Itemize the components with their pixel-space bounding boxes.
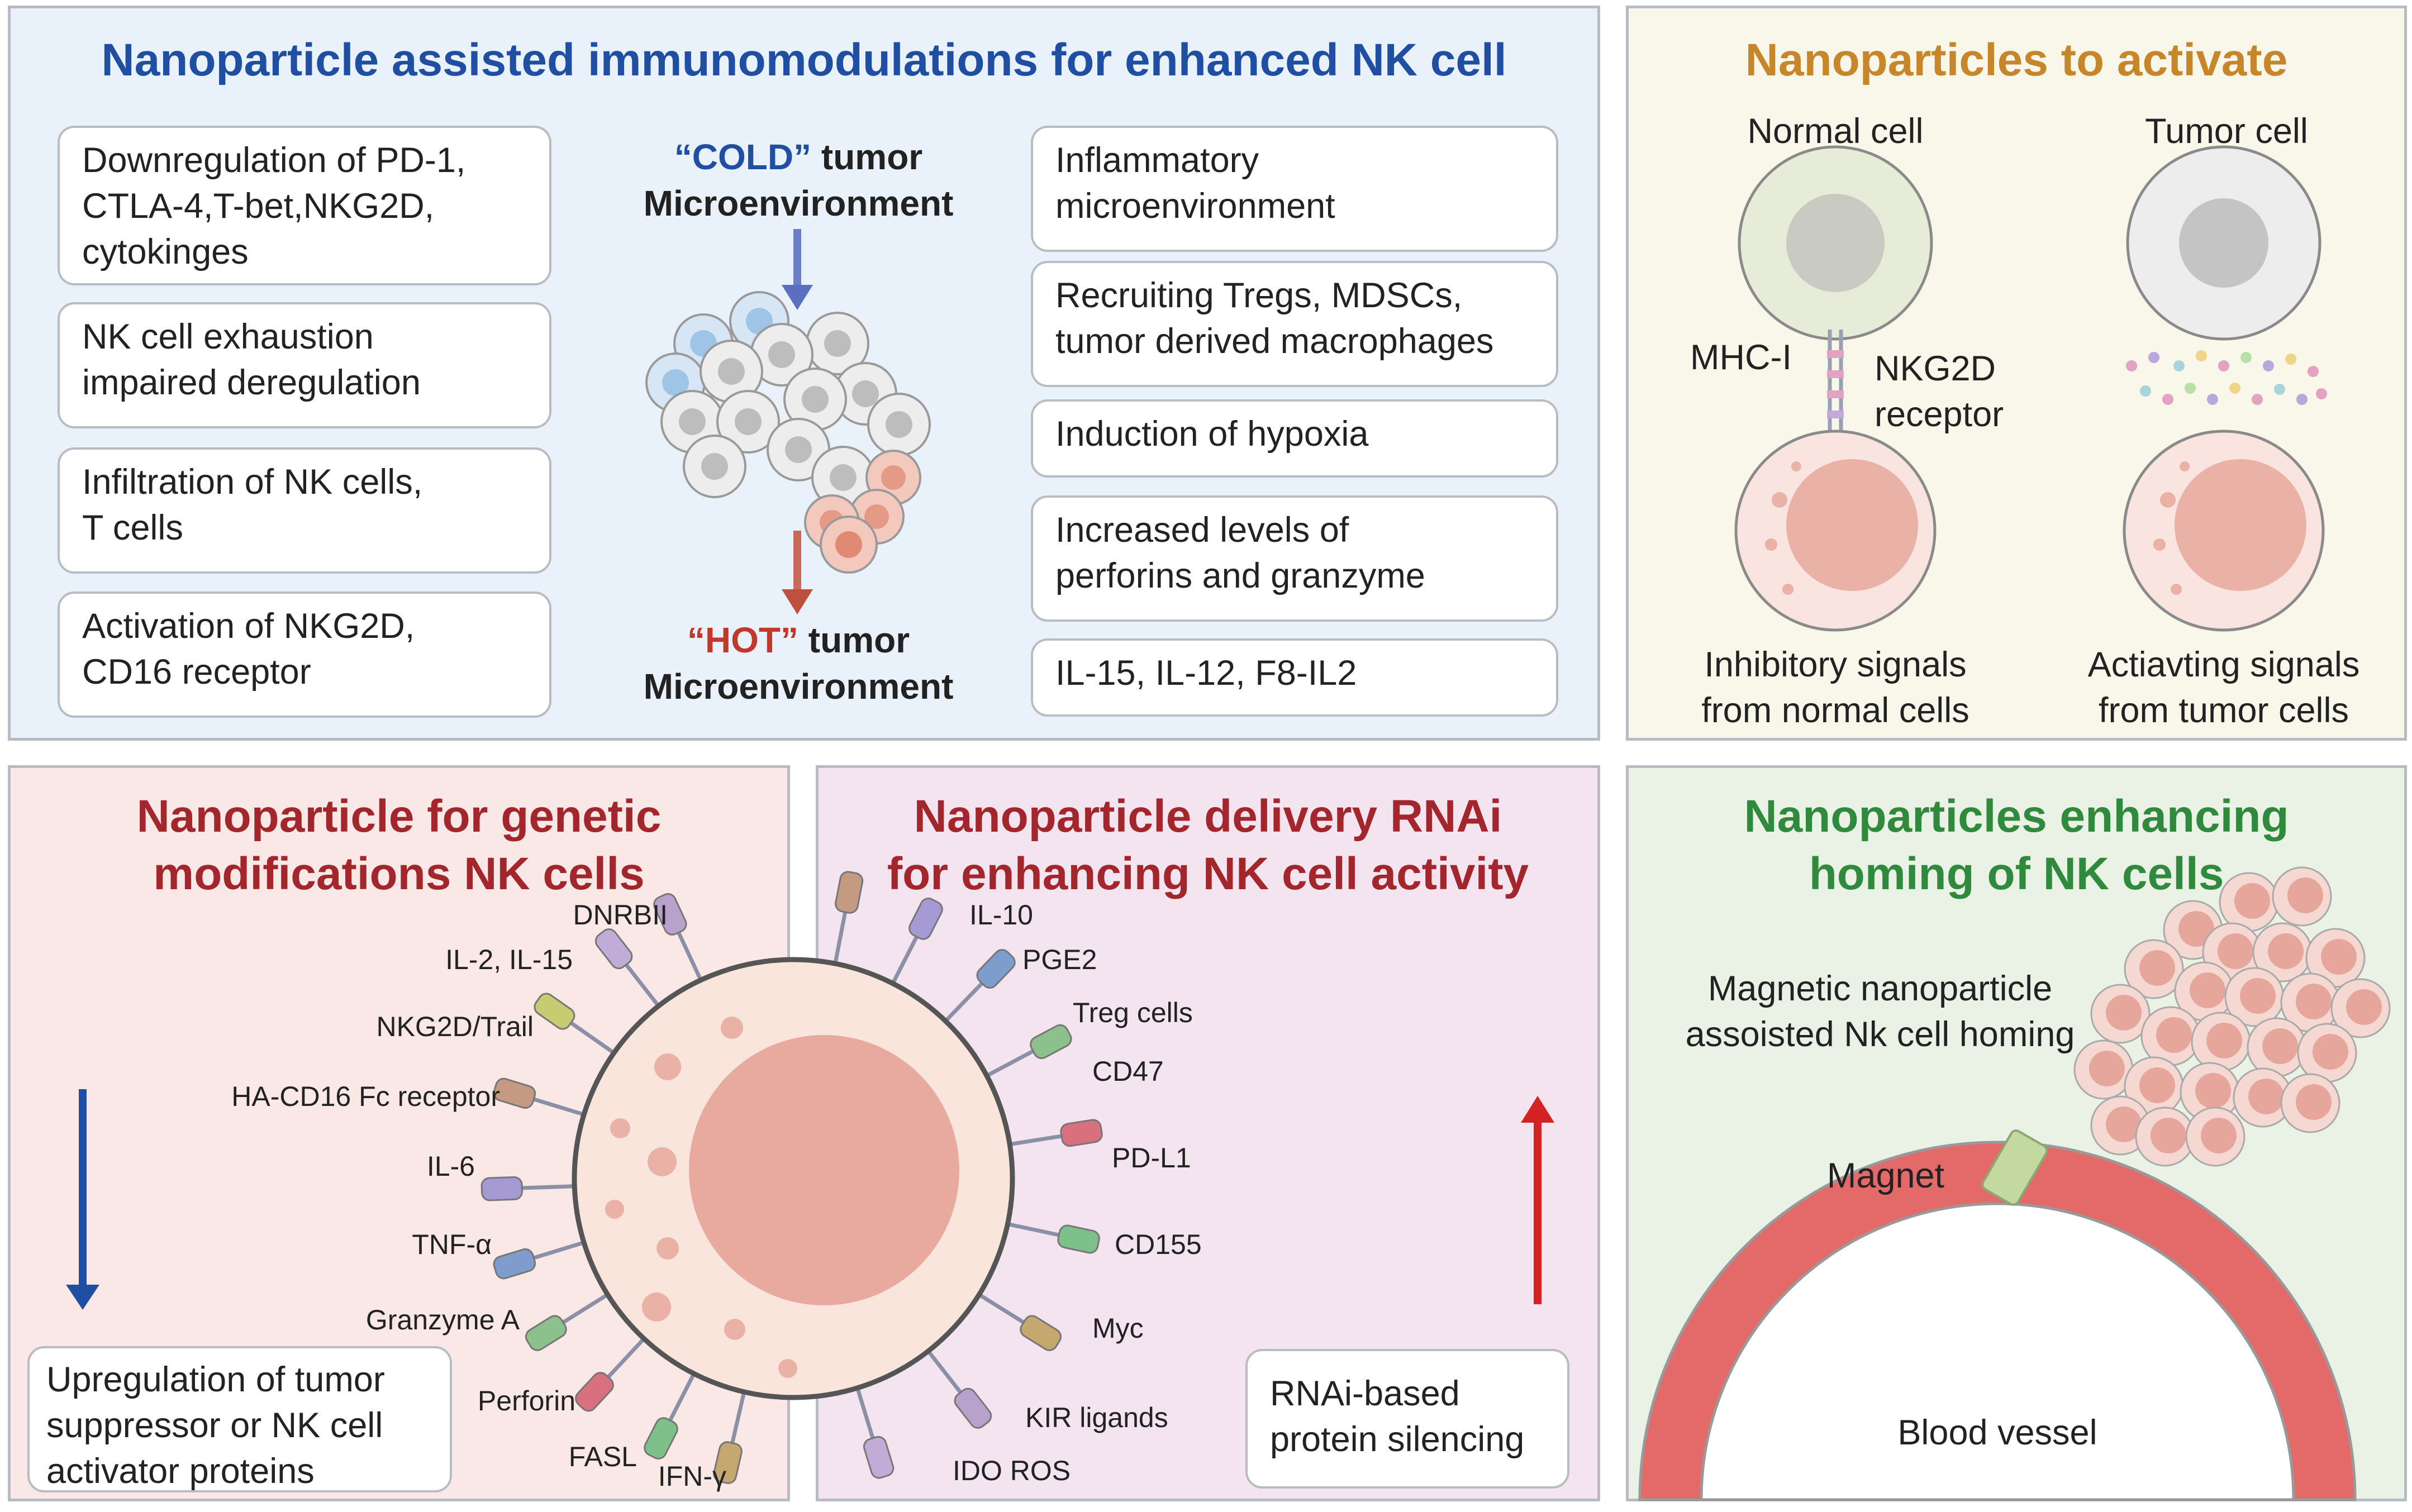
activating-signals-label: Actiavting signals from tumor cells: [2087, 645, 2360, 730]
left-item-3: Infiltration of NK cells, T cells: [58, 447, 551, 574]
genetic-panel: Nanoparticle for genetic modifications N…: [8, 765, 790, 1501]
nk-cluster-cell: [2191, 1012, 2251, 1072]
activate-title: Nanoparticles to activate: [1745, 35, 2288, 85]
rnai-title: Nanoparticle delivery RNAi for enhancing…: [887, 791, 1529, 899]
nk-cluster-cell: [2140, 1006, 2201, 1066]
normal-cell: [1738, 145, 1933, 341]
nk-cluster-cell: [2185, 1106, 2246, 1167]
nk-cluster-cell: [2174, 961, 2234, 1022]
nkg2d-receptor-label: NKG2D receptor: [1875, 349, 2004, 434]
upregulation-box: Upregulation of tumor suppressor or NK c…: [27, 1346, 452, 1492]
activate-panel: Nanoparticles to activate: [1626, 6, 2407, 741]
right-item-5: IL-15, IL-12, F8-IL2: [1031, 638, 1558, 717]
homing-title: Nanoparticles enhancing homing of NK cel…: [1744, 791, 2289, 899]
nk-cluster-cell: [2180, 1062, 2240, 1122]
hot-suffix: tumor: [798, 620, 910, 660]
magnet-label: Magnet: [1826, 1156, 1945, 1195]
mhc-label: MHC-I: [1690, 338, 1792, 377]
nk-cell-cluster: [2073, 866, 2391, 1167]
tumor-cluster-graphic: [645, 229, 931, 614]
homing-panel: Nanoparticles enhancing homing of NK cel…: [1626, 765, 2407, 1501]
right-item-3: Induction of hypoxia: [1031, 399, 1558, 478]
mhc-receptor-link: [1827, 330, 1844, 430]
right-item-1: Inflammatory microenvironment: [1031, 126, 1558, 252]
tumor-cell: [2126, 145, 2321, 341]
nk-cell-left: [1734, 430, 1937, 632]
genetic-title: Nanoparticle for genetic modifications N…: [136, 791, 662, 899]
left-item-1: Downregulation of PD-1, CTLA-4,T-bet,NKG…: [58, 126, 551, 285]
nk-cluster-cell: [2280, 1073, 2340, 1133]
hot-arrow: [782, 531, 813, 614]
right-item-2: Recruiting Tregs, MDSCs, tumor derived m…: [1031, 261, 1558, 387]
hot-word: “HOT”: [687, 620, 798, 660]
nk-cluster-cell: [2297, 1023, 2357, 1083]
nk-cluster-cell: [2233, 1067, 2293, 1128]
inhibitory-signals-label: Inhibitory signals from normal cells: [1701, 645, 1969, 730]
immunomodulation-panel: Nanoparticle assisted immunomodulations …: [8, 6, 1600, 741]
nk-cluster-cell: [2124, 939, 2184, 999]
nk-cluster-cell: [2247, 1017, 2307, 1077]
nk-cluster-cell: [2224, 967, 2285, 1027]
nk-cluster-cell: [2219, 872, 2279, 932]
nk-cluster-cell: [2124, 1056, 2184, 1117]
nanoparticle-dots: [2126, 350, 2327, 405]
cold-word: “COLD”: [674, 137, 812, 177]
right-item-4: Increased levels of perforins and granzy…: [1031, 495, 1558, 622]
tumor-cells: [645, 291, 931, 574]
nk-cell-right: [2123, 430, 2325, 632]
nk-cluster-cell: [2135, 1106, 2195, 1167]
immunomodulation-title: Nanoparticle assisted immunomodulations …: [101, 35, 1507, 85]
rnai-panel: Nanoparticle delivery RNAi for enhancing…: [816, 765, 1600, 1501]
nk-cluster-cell: [2090, 1095, 2151, 1156]
cold-microenvironment: Microenvironment: [643, 183, 954, 224]
nk-cluster-cell: [2272, 866, 2332, 927]
blood-vessel-label: Blood vessel: [1897, 1413, 2097, 1452]
homing-graphic: [1638, 866, 2391, 1501]
rnai-silencing-box: RNAi-based protein silencing: [1245, 1349, 1569, 1489]
blood-vessel: [1638, 1141, 2357, 1501]
cold-tumor-label: “COLD” tumor Microenvironment: [592, 134, 1005, 227]
nk-cluster-cell: [2090, 984, 2151, 1044]
normal-cell-label: Normal cell: [1747, 112, 1924, 151]
cold-arrow: [782, 229, 813, 310]
magnet: [1981, 1129, 2048, 1206]
cell-interaction-graphic: [1734, 145, 2327, 632]
hot-microenvironment: Microenvironment: [643, 666, 954, 707]
hot-tumor-label: “HOT” tumor Microenvironment: [592, 617, 1005, 710]
cold-suffix: tumor: [811, 137, 923, 177]
nk-cluster-cell: [2330, 978, 2391, 1038]
left-item-2: NK cell exhaustion impaired deregulation: [58, 302, 551, 428]
tumor-cell-label: Tumor cell: [2145, 112, 2308, 151]
homing-caption: Magnetic nanoparticle assoisted Nk cell …: [1685, 969, 2075, 1054]
left-item-4: Activation of NKG2D, CD16 receptor: [58, 592, 551, 718]
